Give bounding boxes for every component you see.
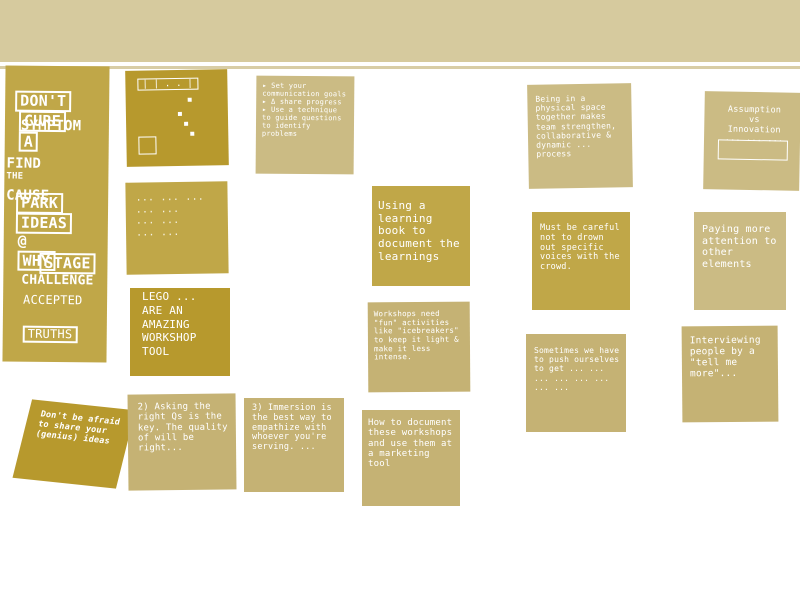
note-text: Must be careful not to drown out specifi… (540, 223, 620, 273)
note-text: STAGE (39, 253, 96, 275)
sticky-note-learning-book: Using a learning book to document the le… (372, 186, 470, 286)
note-text: ACCEPTED (23, 292, 83, 308)
note-text: Paying more attention to other elements (702, 224, 777, 270)
sticky-note-interviewing: Interviewing people by a "tell me more".… (681, 325, 779, 423)
note-text: TRUTHS (22, 325, 78, 344)
note-text: Workshops need "fun" activities like "ic… (373, 308, 459, 362)
sticky-note-diagram: | | . . | (125, 69, 229, 167)
note-dots (125, 69, 227, 136)
sticky-note-how-to-document: How to document these workshops and use … (362, 410, 460, 506)
note-text: @ (17, 231, 28, 250)
note-box (138, 136, 157, 155)
sticky-note-lego-workshop: LEGO ... ARE AN AMAZING WORKSHOP TOOL (130, 288, 230, 376)
note-text: LEGO ... ARE AN AMAZING WORKSHOP TOOL (142, 290, 197, 358)
sticky-note-physical-space: Being in a physical space together makes… (527, 83, 633, 189)
note-text: ... ... ... ... ... ... ... ... ... (135, 191, 205, 239)
sticky-note-dont-cure-symptom: DON'T CURE A SYMPTOM FIND THE CAUSE PARK… (2, 65, 110, 363)
sticky-note-immersion: 3) Immersion is the best way to empathiz… (244, 398, 344, 492)
note-text: Don't be afraid to share your (genius) i… (34, 409, 122, 447)
note-box (717, 139, 789, 161)
note-text: FIND (6, 155, 42, 172)
note-text: CHALLENGE (21, 272, 94, 289)
note-text: ▸ Set your communication goals ▸ Δ share… (261, 81, 347, 139)
note-text: 2) Asking the right Qs is the key. The q… (137, 401, 228, 454)
sticky-note-must-be-careful: Must be careful not to drown out specifi… (532, 212, 630, 310)
sticky-note-dont-be-afraid: Don't be afraid to share your (genius) i… (12, 399, 136, 489)
ceiling-panel (0, 0, 800, 62)
note-text: Using a learning book to document the le… (378, 199, 460, 263)
sticky-note-asking: 2) Asking the right Qs is the key. The q… (127, 393, 237, 491)
note-text: SYMPTOM (20, 117, 82, 135)
sticky-note-left-mid: ... ... ... ... ... ... ... ... ... (125, 181, 229, 275)
note-text: How to document these workshops and use … (368, 418, 453, 470)
note-text: Sometimes we have to push ourselves to g… (534, 346, 620, 392)
sticky-note-assumption-innovation: Assumption vs Innovation ... ... ... (703, 91, 800, 191)
sticky-note-sometimes: Sometimes we have to push ourselves to g… (526, 334, 626, 432)
note-text: Being in a physical space together makes… (535, 93, 617, 159)
sticky-note-communication-goals: ▸ Set your communication goals ▸ Δ share… (255, 75, 355, 175)
note-text: Interviewing people by a "tell me more".… (689, 334, 761, 380)
ceiling-edge (0, 66, 800, 69)
sticky-note-fun-activities: Workshops need "fun" activities like "ic… (367, 301, 471, 393)
note-text: | | . . | (137, 77, 199, 92)
note-text: 3) Immersion is the best way to empathiz… (252, 403, 332, 453)
sticky-note-paying-attention: Paying more attention to other elements (694, 212, 786, 310)
